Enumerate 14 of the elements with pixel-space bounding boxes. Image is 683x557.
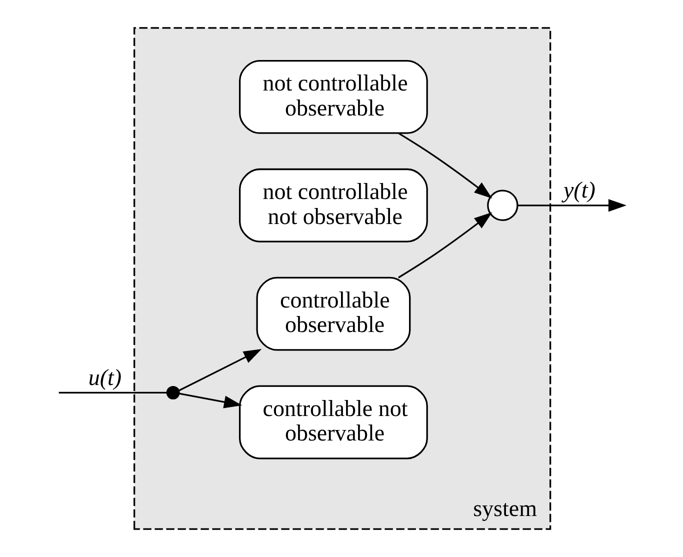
arrow (398, 212, 492, 278)
node-dot (166, 386, 180, 400)
node-box: controllable not observable (238, 385, 428, 460)
node-box: not controllable observable (238, 60, 428, 134)
edge-label: y(t) (563, 178, 596, 203)
node-box: controllable observable (256, 276, 411, 351)
arrow (178, 349, 262, 392)
node-circle (487, 190, 518, 221)
edge-label: u(t) (88, 364, 122, 390)
arrow (398, 132, 492, 198)
connector (58, 392, 167, 394)
arrow (179, 392, 242, 408)
arrow (518, 199, 627, 212)
node-box: not controllable not observable (238, 168, 428, 242)
